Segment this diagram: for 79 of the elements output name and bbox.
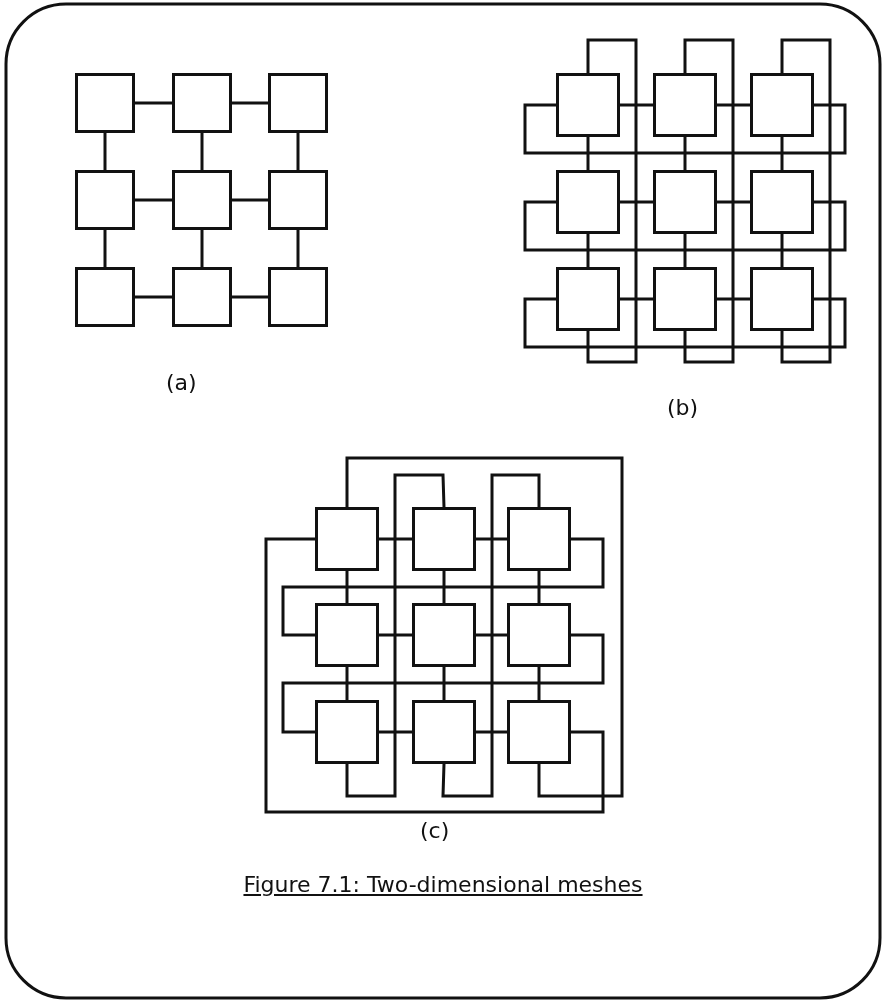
mesh-node-box [315,700,379,764]
mesh-node-box [653,73,717,137]
mesh-node-box [507,603,571,667]
mesh-node-box [750,170,814,234]
link-line [537,571,541,603]
link-line [296,230,300,267]
link-line [683,38,735,364]
mesh-node-box [75,267,135,327]
link-line [586,38,638,364]
link-line [442,571,446,603]
link-line [135,101,172,105]
link-line [103,230,107,267]
link-line [200,230,204,267]
mesh-node-box [750,73,814,137]
link-line [379,537,412,541]
link-line [379,633,412,637]
link-line [232,198,268,202]
link-line [441,473,541,798]
mesh-node-box [412,603,476,667]
link-line [232,295,268,299]
link-line [523,103,847,155]
link-line [200,133,204,170]
link-line [537,667,541,700]
mesh-node-box [268,73,328,133]
mesh-node-box [556,73,620,137]
link-line [345,473,446,798]
link-line [345,667,349,700]
mesh-node-box [412,700,476,764]
link-line [281,633,605,734]
mesh-node-box [315,603,379,667]
link-line [281,537,605,637]
link-line [103,133,107,170]
link-line [780,234,784,267]
subfigure-label: (a) [166,370,197,395]
mesh-node-box [75,170,135,230]
link-line [476,633,507,637]
link-line [442,667,446,700]
mesh-node-box [507,507,571,571]
mesh-node-box [75,73,135,133]
mesh-node-box [172,267,232,327]
link-line [683,137,687,170]
subfigure-label: (b) [667,395,699,420]
link-line [620,297,653,301]
mesh-node-box [172,73,232,133]
mesh-node-box [268,267,328,327]
mesh-node-box [268,170,328,230]
link-line [586,234,590,267]
link-line [717,200,750,204]
subfigure-label: (c) [420,818,450,843]
link-line [345,571,349,603]
link-line [135,295,172,299]
link-line [586,137,590,170]
mesh-node-box [315,507,379,571]
link-line [476,537,507,541]
link-line [523,297,847,349]
link-line [523,200,847,252]
link-line [780,38,832,364]
mesh-node-box [412,507,476,571]
mesh-node-box [653,170,717,234]
mesh-node-box [556,267,620,331]
link-line [345,456,624,798]
link-line [476,730,507,734]
mesh-node-box [653,267,717,331]
figure-caption: Figure 7.1: Two-dimensional meshes [243,872,643,897]
link-line [264,537,605,814]
mesh-node-box [507,700,571,764]
link-line [296,133,300,170]
link-line [620,103,653,107]
link-line [135,198,172,202]
link-line [620,200,653,204]
link-line [683,234,687,267]
link-line [379,730,412,734]
mesh-node-box [172,170,232,230]
link-line [232,101,268,105]
link-line [717,103,750,107]
mesh-node-box [750,267,814,331]
mesh-node-box [556,170,620,234]
link-line [717,297,750,301]
link-line [780,137,784,170]
